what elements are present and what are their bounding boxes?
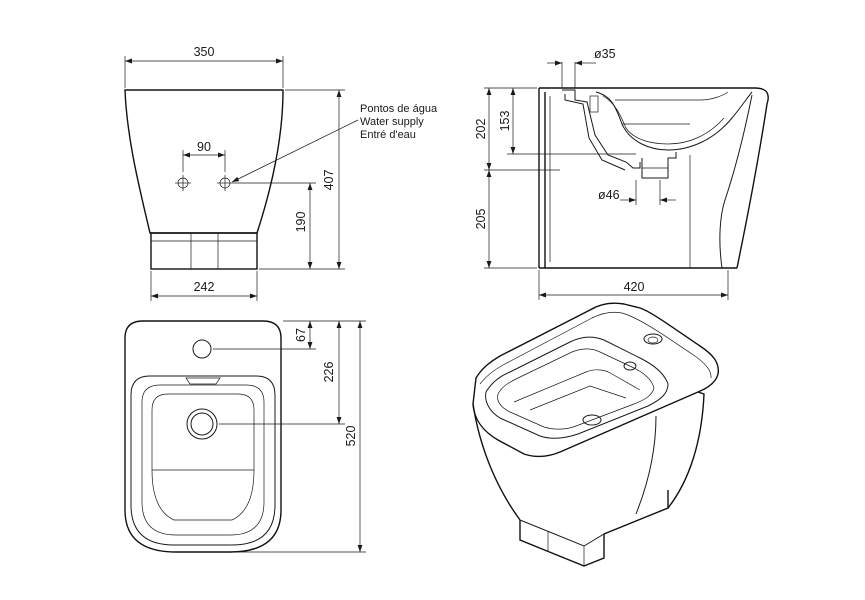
front-view-plinth [150, 232, 258, 270]
side-view-supply-pipe [562, 89, 641, 169]
dim-height-top-a: 202 [474, 119, 488, 140]
dim-hole-spacing: 90 [197, 140, 211, 154]
dim-height-bottom: 205 [474, 209, 488, 230]
top-view-tap-hole [192, 339, 212, 359]
water-supply-label-en: Water supply [360, 116, 424, 128]
water-supply-label-pt: Pontos de água [360, 103, 438, 115]
iso-basin-floor-line [529, 385, 627, 411]
side-view-supply-pipe-inner [564, 94, 626, 171]
iso-tap-hole-inner [647, 336, 659, 344]
water-supply-leader [231, 119, 359, 183]
side-view-bowl-rim-line [615, 91, 729, 101]
top-view-basin-bottom [151, 393, 255, 521]
dim-drain-offset: 226 [322, 362, 336, 383]
dim-depth: 420 [624, 280, 645, 294]
iso-body-edge [635, 415, 657, 515]
side-view-bowl-inner [602, 95, 725, 145]
iso-body-left [472, 403, 521, 521]
side-view: ø35 202 153 205 ø46 420 [474, 47, 769, 300]
iso-basin-outer [485, 336, 669, 439]
water-supply-label-fr: Entré d'eau [360, 129, 416, 141]
dim-drain-diameter: ø46 [598, 188, 620, 202]
iso-overflow [623, 361, 637, 371]
iso-tap-hole [643, 333, 663, 345]
top-view-drain-outer [186, 408, 218, 440]
iso-body-right [667, 391, 705, 509]
iso-basin-inner [497, 348, 655, 430]
front-view-body-outline [124, 89, 284, 234]
dim-tap-offset: 67 [294, 328, 308, 342]
dim-height-top-b: 153 [498, 111, 512, 132]
isometric-view [472, 302, 719, 567]
top-view-basin-outer [130, 375, 276, 546]
supply-hole-left [175, 175, 191, 191]
dim-total-height: 407 [322, 170, 336, 191]
top-view-overflow [185, 377, 221, 385]
top-view-outline [124, 320, 282, 553]
iso-basin-floor-line [513, 369, 641, 403]
side-view-valve [589, 95, 599, 113]
side-view-bowl [595, 91, 753, 151]
iso-rim-top-line [479, 311, 712, 385]
dim-length: 520 [344, 426, 358, 447]
iso-drain [582, 414, 602, 426]
iso-plinth [519, 490, 669, 567]
side-view-rim [539, 87, 769, 269]
dim-base-width: 242 [194, 280, 215, 294]
top-view: 67 226 520 [124, 320, 366, 553]
top-view-basin-inner [141, 384, 265, 536]
side-view-drain [641, 152, 677, 179]
dim-supply-height: 190 [294, 212, 308, 233]
iso-plinth-top [519, 519, 605, 547]
top-view-drain-inner [190, 412, 214, 436]
dim-width-top: 350 [194, 45, 215, 59]
side-view-front-body [719, 94, 753, 269]
dim-supply-diameter: ø35 [594, 47, 616, 61]
iso-rim-outline [472, 302, 719, 458]
supply-hole-right [217, 175, 233, 191]
side-view-back-wall [538, 88, 546, 268]
front-view: 350 90 190 407 242 Pontos de água Water … [124, 45, 438, 301]
